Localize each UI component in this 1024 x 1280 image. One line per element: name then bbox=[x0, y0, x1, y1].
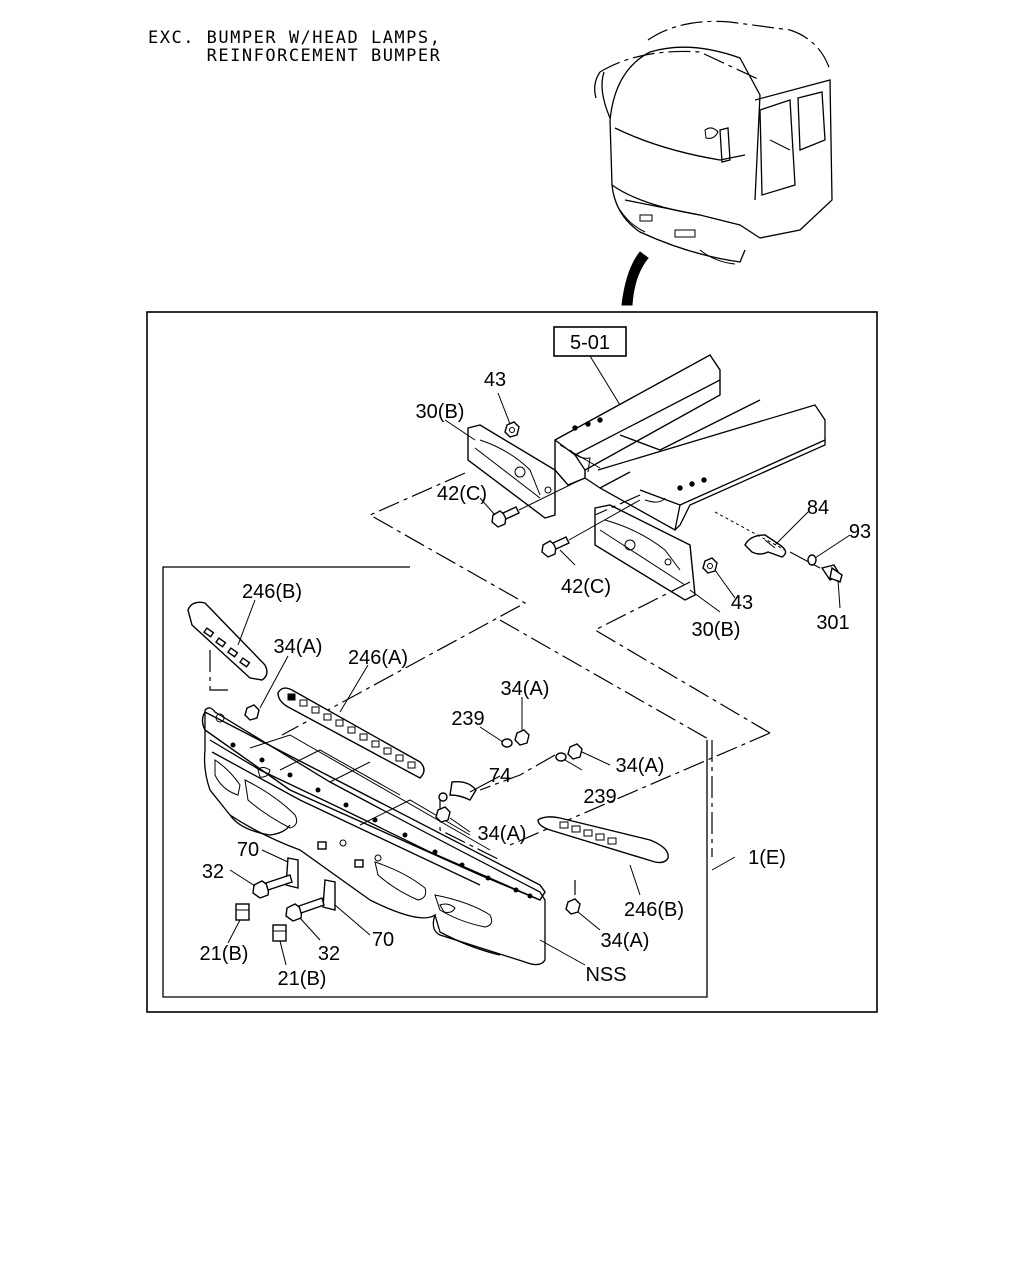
label-1e: 1(E) bbox=[748, 847, 786, 869]
label-70-top: 70 bbox=[237, 839, 259, 861]
header-line-1: EXC. BUMPER W/HEAD LAMPS, bbox=[148, 28, 442, 48]
label-246b-left: 246(B) bbox=[242, 581, 302, 603]
label-34a-right: 34(A) bbox=[616, 755, 665, 777]
clip-74 bbox=[438, 780, 477, 802]
bracket-30b-bottom bbox=[594, 504, 696, 601]
washer-239-right bbox=[555, 752, 567, 762]
step-pad-246b-right bbox=[537, 816, 669, 864]
label-32-bottom: 32 bbox=[318, 943, 340, 965]
label-32-left: 32 bbox=[202, 861, 224, 883]
label-42c-top: 42(C) bbox=[437, 483, 487, 505]
bolt-32-bottom bbox=[285, 897, 325, 922]
label-34a-left: 34(A) bbox=[274, 636, 323, 658]
nut-34a-right bbox=[567, 743, 583, 760]
washer-239-left bbox=[501, 738, 513, 748]
washer-93 bbox=[807, 554, 817, 566]
inner-frame bbox=[162, 566, 708, 998]
step-pad-246b-left bbox=[187, 601, 268, 681]
bracket-30b-top bbox=[467, 424, 556, 519]
label-34a-mid: 34(A) bbox=[501, 678, 550, 700]
label-301: 301 bbox=[816, 612, 849, 634]
label-21b-bottom: 21(B) bbox=[278, 968, 327, 990]
nut-34a-left bbox=[244, 704, 260, 721]
callout-labels: 43 30(B) 42(C) 42(C) 43 30(B) 84 93 301 … bbox=[200, 369, 872, 990]
label-43-top: 43 bbox=[484, 369, 506, 391]
nut-34a-mid bbox=[514, 729, 530, 746]
label-21b-left: 21(B) bbox=[200, 943, 249, 965]
label-239-left: 239 bbox=[451, 708, 484, 730]
bolt-42c-bottom bbox=[541, 536, 570, 558]
label-34a-center: 34(A) bbox=[478, 823, 527, 845]
header-line-2: REINFORCEMENT BUMPER bbox=[148, 46, 442, 66]
label-43-bottom: 43 bbox=[731, 592, 753, 614]
outer-frame bbox=[146, 311, 878, 1013]
chassis-frame bbox=[554, 354, 826, 532]
tow-hook-84 bbox=[744, 534, 787, 558]
truck-cab-illustration bbox=[594, 20, 833, 306]
bolt-42c-top bbox=[491, 506, 520, 528]
label-42c-bottom: 42(C) bbox=[561, 576, 611, 598]
bolt-32-left bbox=[252, 874, 293, 899]
bolt-301 bbox=[820, 564, 843, 583]
leader-lines bbox=[227, 392, 851, 966]
ref-box-label: 5-01 bbox=[570, 332, 610, 354]
label-30b-top: 30(B) bbox=[416, 401, 465, 423]
step-pad-246a-center bbox=[277, 687, 425, 779]
nut-43-bottom bbox=[702, 557, 718, 574]
label-74: 74 bbox=[489, 765, 511, 787]
label-nss: NSS bbox=[585, 964, 626, 986]
label-34a-bottom: 34(A) bbox=[601, 930, 650, 952]
label-246b-right: 246(B) bbox=[624, 899, 684, 921]
label-70-bottom: 70 bbox=[372, 929, 394, 951]
rubber-21b-left bbox=[235, 903, 250, 921]
label-93: 93 bbox=[849, 521, 871, 543]
bumper-assembly bbox=[201, 707, 546, 966]
bracket-70-right bbox=[322, 879, 336, 911]
nut-43-top bbox=[504, 421, 520, 438]
nut-34a-center bbox=[435, 806, 451, 823]
label-84: 84 bbox=[807, 497, 829, 519]
rubber-21b-bottom bbox=[272, 924, 287, 942]
pointer-arrow bbox=[621, 251, 649, 306]
label-239-right: 239 bbox=[583, 786, 616, 808]
label-246a: 246(A) bbox=[348, 647, 408, 669]
label-30b-bottom: 30(B) bbox=[692, 619, 741, 641]
nut-34a-bottom bbox=[565, 898, 581, 915]
